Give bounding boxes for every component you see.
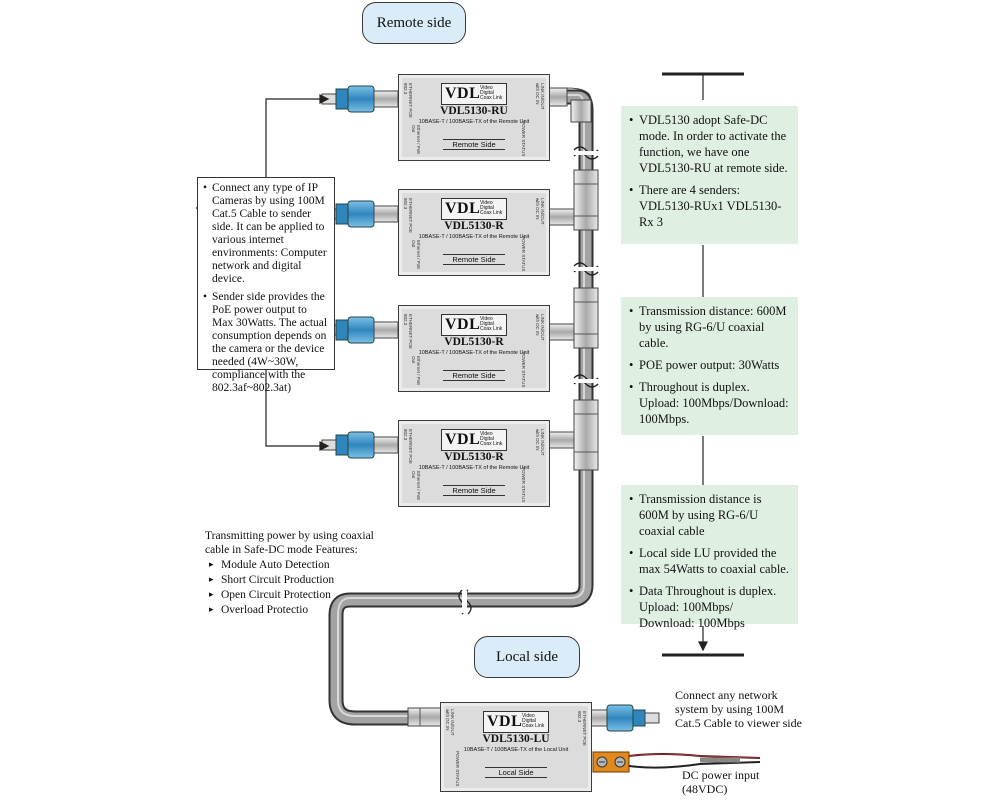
feature-item: Open Circuit Protection: [205, 588, 375, 602]
callout-item: Connect any type of IP Cameras by using …: [203, 182, 329, 286]
feature-item: Module Auto Detection: [205, 558, 375, 572]
port-label: LINK IN/OUT with DC IN: [535, 429, 545, 456]
unit-subtitle: 10BASE-T / 100BASE-TX of the Remote Unit: [418, 119, 530, 125]
distance-arrow-remote: [662, 72, 744, 486]
info-box-remote: VDL5130 adopt Safe-DC mode. In order to …: [621, 106, 798, 244]
cable-break-mark: [573, 146, 599, 160]
port-label: POWER STATUS: [521, 121, 526, 157]
dc-terminal-block: [592, 751, 630, 773]
port-label: ETHERNET POE 802.3: [403, 314, 413, 349]
port-label: LINK IN/OUT with DC IN: [535, 314, 545, 341]
info-item: VDL5130 adopt Safe-DC mode. In order to …: [629, 112, 790, 176]
unit-side-tag: Remote Side: [443, 485, 505, 496]
port-label: LINK IN/OUT with DC IN: [535, 83, 545, 110]
port-label: LINK IN/OUT with DC IN: [535, 198, 545, 225]
unit-model: VDL5130-LU: [482, 733, 550, 745]
port-label: POWER STATUS: [521, 352, 526, 388]
local-side-label: Local side: [474, 636, 580, 678]
remote-unit-r: ETHERNET POE 802.3 Ethernet / PoE Out VD…: [398, 189, 550, 276]
port-label: POWER STATUS: [521, 236, 526, 272]
port-label: ETHERNET POE 802.3: [403, 83, 413, 118]
viewer-side-note: Connect any network system by using 100M…: [675, 688, 802, 730]
cable-break-mark: [573, 262, 599, 276]
info-box-transmission: Transmission distance: 600M by using RG-…: [621, 297, 798, 435]
info-item: Local side LU provided the max 54Watts t…: [629, 545, 790, 577]
unit-subtitle: 10BASE-T / 100BASE-TX of the Remote Unit: [418, 234, 530, 240]
unit-side-tag: Remote Side: [443, 254, 505, 265]
remote-unit-r: ETHERNET POE 802.3 Ethernet / PoE Out VD…: [398, 305, 550, 392]
port-label: Ethernet / PoE Out: [411, 240, 421, 270]
port-label: POWER STATUS: [521, 467, 526, 503]
distance-arrow-local: [662, 626, 744, 657]
info-item: Data Throughout is duplex. Upload: 100Mb…: [629, 583, 790, 631]
unit-subtitle: 10BASE-T / 100BASE-TX of the Remote Unit: [418, 350, 530, 356]
port-label: ETHERNET POE 802.3: [403, 429, 413, 464]
remote-unit-r: ETHERNET POE 802.3 Ethernet / PoE Out VD…: [398, 420, 550, 507]
cable-break-mark: [573, 374, 599, 388]
feature-item: Overload Protectio: [205, 603, 375, 617]
dc-power-note: DC power input (48VDC): [682, 768, 760, 796]
port-label: POWER STATUS: [455, 751, 460, 787]
bnc-t-connector: [545, 287, 599, 349]
remote-side-label: Remote side: [362, 2, 466, 44]
unit-model: VDL5130-RU: [440, 105, 508, 117]
info-box-local: Transmission distance is 600M by using R…: [621, 485, 798, 630]
info-item: POE power output: 30Watts: [629, 357, 790, 373]
port-label: LINK IN/OUT with DC IN: [445, 709, 455, 736]
rj45-connector: [321, 85, 399, 113]
sender-side-callout: Connect any type of IP Cameras by using …: [197, 177, 335, 394]
rj45-connector-local: [590, 704, 660, 732]
bnc-t-connector: [545, 399, 599, 471]
unit-side-tag: Remote Side: [443, 370, 505, 381]
feature-item: Short Circuit Production: [205, 573, 375, 587]
unit-model: VDL5130-R: [444, 220, 504, 232]
cable-break-mark: [458, 589, 472, 615]
safe-dc-features: Transmitting power by using coaxial cabl…: [205, 529, 375, 618]
port-label: ETHERNET POE 802.3: [403, 198, 413, 233]
bnc-t-connector: [545, 169, 599, 231]
callout-item: Sender side provides the PoE power outpu…: [203, 291, 329, 395]
info-item: Throughout is duplex. Upload: 100Mbps/Do…: [629, 379, 790, 427]
unit-model: VDL5130-R: [444, 451, 504, 463]
info-item: Transmission distance is 600M by using R…: [629, 491, 790, 539]
info-item: Transmission distance: 600M by using RG-…: [629, 303, 790, 351]
unit-subtitle: 10BASE-T / 100BASE-TX of the Local Unit: [463, 747, 569, 753]
remote-unit-ru: ETHERNET POE 802.3 Ethernet / PoE Out VD…: [398, 74, 550, 161]
info-item: There are 4 senders: VDL5130-RUx1 VDL513…: [629, 182, 790, 230]
dc-power-cable: [628, 753, 761, 769]
unit-side-tag: Remote Side: [443, 139, 505, 150]
features-intro: Transmitting power by using coaxial cabl…: [205, 530, 374, 556]
port-label: Ethernet / PoE Out: [411, 356, 421, 386]
bnc-connector-local: [407, 707, 443, 727]
unit-subtitle: 10BASE-T / 100BASE-TX of the Remote Unit: [418, 465, 530, 471]
rj45-connector: [321, 200, 399, 228]
port-label: ETHERNET POE 802.3: [577, 711, 587, 746]
port-label: Ethernet / PoE Out: [411, 125, 421, 155]
port-label: Ethernet / PoE Out: [411, 471, 421, 501]
unit-side-tag: Local Side: [485, 767, 547, 778]
unit-model: VDL5130-R: [444, 336, 504, 348]
rj45-connector: [321, 431, 399, 459]
